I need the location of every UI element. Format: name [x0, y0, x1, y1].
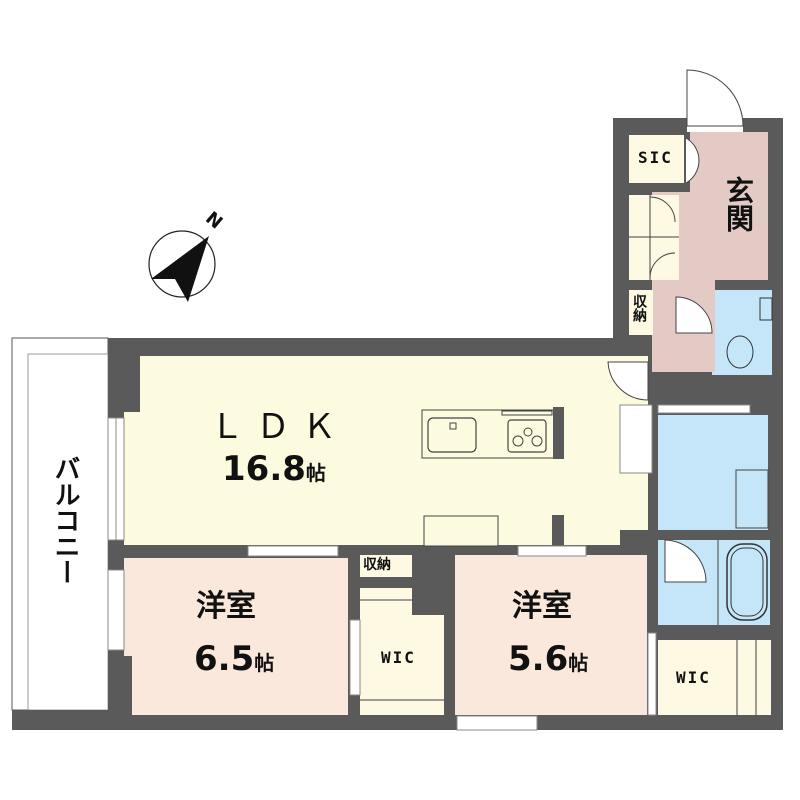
- storage-ldk-label: 収納: [363, 557, 391, 573]
- western-room-1-size: 6.5帖: [194, 642, 274, 676]
- ldk-room: [124, 356, 648, 545]
- toilet-room: [712, 290, 772, 375]
- wic-1-label: WIC: [381, 648, 416, 667]
- wic-1: [360, 588, 444, 715]
- ldk-size-value: 16.8: [222, 449, 306, 489]
- western-room-1-size-value: 6.5: [194, 639, 255, 679]
- ldk-size: 16.8帖: [222, 452, 326, 486]
- western-room-2-size-unit: 帖: [568, 651, 589, 675]
- storage-ldk: [360, 555, 412, 577]
- western-room-1: [124, 558, 348, 715]
- ldk-window: [107, 417, 125, 541]
- balcony: [11, 337, 109, 711]
- balcony-label: バルコニー: [50, 455, 80, 585]
- western-room-2-size: 5.6帖: [508, 642, 588, 676]
- western-room-2-name: 洋室: [512, 589, 572, 624]
- ldk-name: ＬＤＫ: [210, 407, 348, 447]
- western-room-2: [455, 555, 647, 715]
- ldk-size-unit: 帖: [305, 461, 326, 485]
- kitchen-island: [421, 407, 564, 459]
- western-room-1-name: 洋室: [196, 589, 256, 624]
- wic-2: [658, 640, 771, 715]
- sic: [629, 135, 684, 183]
- compass-icon: [148, 230, 216, 302]
- western-room-1-size-unit: 帖: [254, 651, 275, 675]
- wic-2-label: WIC: [676, 668, 711, 687]
- storage-hall: [629, 290, 653, 335]
- western-room-2-size-value: 5.6: [508, 639, 569, 679]
- storage-hall-label: 収納: [631, 294, 647, 322]
- sic-label: SIC: [638, 148, 673, 167]
- entrance-label: 玄関: [722, 176, 755, 232]
